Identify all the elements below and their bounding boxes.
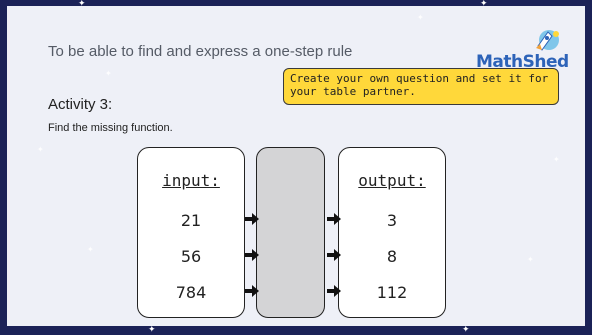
learning-objective: To be able to find and express a one-ste… — [48, 43, 353, 60]
output-header: output: — [358, 171, 426, 190]
star-icon: ✦ — [87, 245, 94, 254]
mathshed-logo: MathShed — [476, 28, 569, 72]
star-icon: ✦ — [78, 0, 86, 9]
logo-text: MathShed — [476, 52, 569, 72]
callout-line-2: your table partner. — [290, 85, 416, 98]
right-arrow-icon — [327, 249, 341, 261]
output-box: output: 3 8 112 — [338, 147, 446, 318]
star-icon: ✦ — [480, 0, 488, 9]
rocket-badge-icon — [536, 30, 559, 51]
output-value: 3 — [386, 211, 398, 230]
missing-function-box — [256, 147, 325, 318]
input-value: 784 — [175, 283, 207, 302]
star-icon: ✦ — [148, 325, 156, 335]
activity-title: Activity 3: — [48, 96, 113, 113]
input-value: 21 — [180, 211, 202, 230]
callout-line-1: Create your own question and set it for — [290, 72, 549, 85]
right-arrow-icon — [245, 249, 259, 261]
star-icon: ✦ — [527, 255, 534, 264]
right-arrow-icon — [245, 285, 259, 297]
output-value: 8 — [386, 247, 398, 266]
right-arrow-icon — [327, 285, 341, 297]
input-value: 56 — [180, 247, 202, 266]
input-box: input: 21 56 784 — [137, 147, 245, 318]
instruction-text: Find the missing function. — [48, 122, 173, 134]
star-icon: ✦ — [462, 325, 470, 335]
output-value: 112 — [376, 283, 408, 302]
star-icon: ✦ — [417, 13, 424, 22]
right-arrow-icon — [327, 213, 341, 225]
star-icon: ✦ — [105, 69, 112, 78]
star-icon: ✦ — [553, 155, 560, 164]
right-arrow-icon — [245, 213, 259, 225]
task-callout: Create your own question and set it for … — [283, 68, 559, 105]
star-icon: ✦ — [37, 145, 44, 154]
input-header: input: — [162, 171, 220, 190]
